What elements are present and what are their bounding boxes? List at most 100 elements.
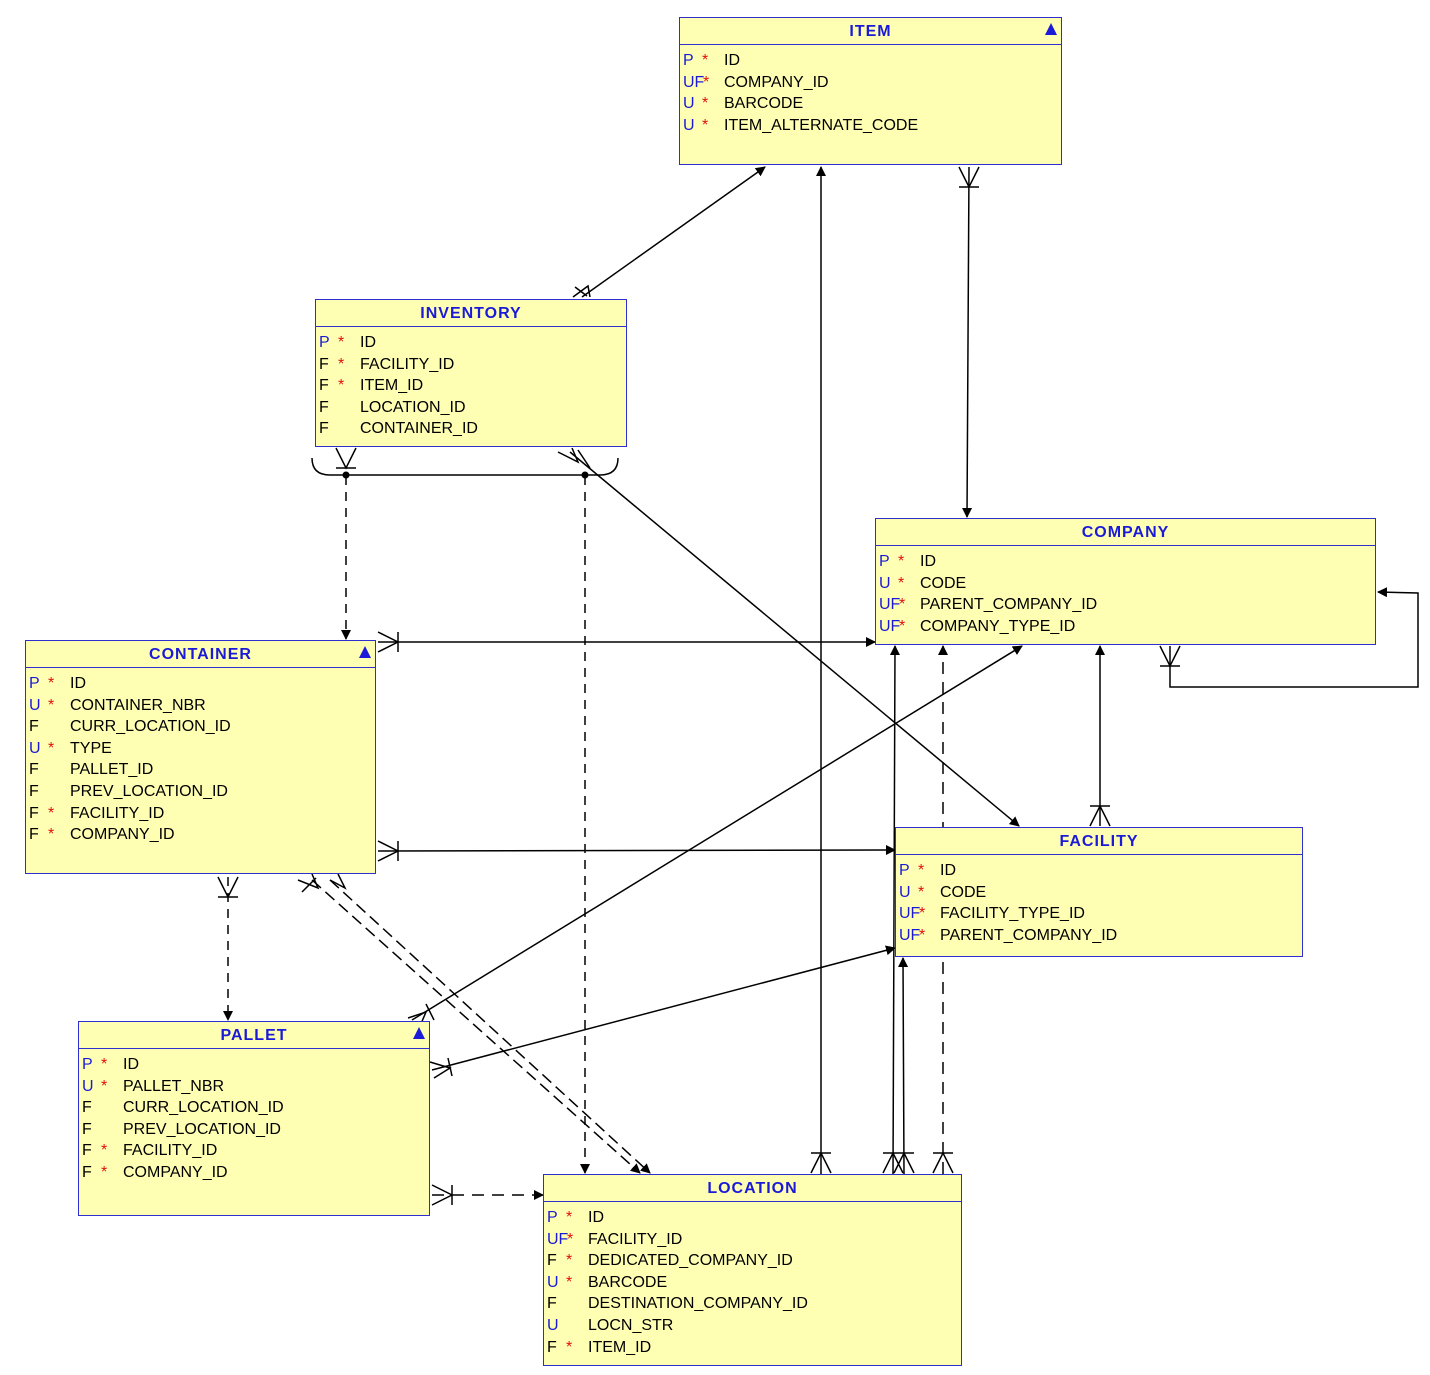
expand-triangle-icon[interactable] (359, 646, 371, 658)
key-indicator: P (29, 675, 40, 692)
column-row[interactable]: UF*PARENT_COMPANY_ID (896, 925, 1302, 947)
column-row[interactable]: U*BARCODE (680, 93, 1061, 115)
rel-pallet-company (411, 645, 1023, 1021)
column-row[interactable]: U*CONTAINER_NBR (26, 695, 375, 717)
column-name: ID (588, 1209, 604, 1226)
column-row[interactable]: P*ID (876, 551, 1375, 573)
column-row[interactable]: U*CODE (876, 573, 1375, 595)
column-name: PARENT_COMPANY_ID (920, 596, 1098, 614)
column-row[interactable]: P*ID (896, 860, 1302, 882)
column-row[interactable]: P*ID (544, 1207, 961, 1229)
column-name: FACILITY_ID (70, 804, 165, 822)
required-marker: * (101, 1142, 108, 1160)
required-marker: * (566, 1252, 573, 1270)
column-row[interactable]: P*ID (316, 332, 626, 354)
key-indicator: F (319, 355, 329, 373)
rel-container-location-curr (311, 879, 641, 1174)
column-name: ID (123, 1056, 139, 1073)
crowfoot (431, 1184, 454, 1206)
column-row[interactable]: U*PALLET_NBR (79, 1076, 429, 1098)
column-name: CODE (940, 883, 987, 901)
column-name: ID (360, 334, 376, 351)
column-row[interactable]: P*ID (79, 1054, 429, 1076)
rel-location-company (889, 645, 900, 1175)
column-row[interactable]: P*ID (26, 673, 375, 695)
arc-group (311, 457, 619, 476)
key-indicator: U (899, 883, 911, 901)
crowfoot (932, 1151, 954, 1174)
required-marker: * (566, 1209, 573, 1226)
column-row[interactable]: F*FACILITY_ID (26, 803, 375, 825)
key-indicator: F (319, 420, 329, 438)
column-row[interactable]: UF*FACILITY_TYPE_ID (896, 903, 1302, 925)
column-name: BARCODE (588, 1273, 668, 1291)
column-row[interactable]: F*ITEM_ID (316, 375, 626, 397)
column-row[interactable]: F*COMPANY_ID (26, 824, 375, 846)
column-row[interactable]: UF*PARENT_COMPANY_ID (876, 594, 1375, 616)
column-row[interactable]: UF*COMPANY_ID (680, 72, 1061, 94)
column-row[interactable]: P*ID (680, 50, 1061, 72)
key-indicator: F (319, 398, 329, 416)
key-indicator: P (319, 334, 330, 351)
column-row[interactable]: U*TYPE (26, 738, 375, 760)
column-name: FACILITY_TYPE_ID (940, 905, 1085, 923)
column-row[interactable]: F*DEDICATED_COMPANY_ID (544, 1250, 961, 1272)
crowfoot (958, 166, 980, 189)
column-row[interactable]: U*ITEM_ALTERNATE_CODE (680, 115, 1061, 137)
required-marker: * (48, 826, 55, 844)
key-indicator: UF (547, 1230, 569, 1248)
column-name: FACILITY_ID (123, 1142, 218, 1160)
rel-inventory-item (581, 166, 766, 298)
column-row[interactable]: U*BARCODE (544, 1272, 961, 1294)
column-name: FACILITY_ID (360, 355, 455, 373)
column-name: ID (724, 52, 740, 69)
key-indicator: UF (879, 596, 901, 614)
column-name: FACILITY_ID (588, 1230, 683, 1248)
rel-pallet-facility (431, 945, 896, 1071)
column-row[interactable]: UF*FACILITY_ID (544, 1229, 961, 1251)
column-name: COMPANY_ID (724, 73, 829, 91)
column-row[interactable]: UF*COMPANY_TYPE_ID (876, 616, 1375, 638)
expand-triangle-icon[interactable] (1045, 23, 1057, 35)
required-marker: * (898, 553, 905, 570)
expand-triangle-icon[interactable] (413, 1027, 425, 1039)
column-row[interactable]: F*ITEM_ID (544, 1337, 961, 1359)
rel-company-self (1169, 587, 1419, 688)
column-name: PALLET_NBR (123, 1077, 225, 1095)
key-indicator: UF (683, 73, 705, 91)
column-name: BARCODE (724, 95, 804, 113)
crowfoot (810, 1151, 832, 1174)
rel-container-facility (377, 845, 896, 856)
column-row[interactable]: F*FACILITY_ID (316, 354, 626, 376)
column-row[interactable]: F*COMPANY_ID (79, 1162, 429, 1184)
column-name: PREV_LOCATION_ID (123, 1120, 281, 1138)
crowfoot (217, 876, 239, 899)
column-row[interactable]: U*CODE (896, 882, 1302, 904)
entity-title: FACILITY (1059, 833, 1139, 850)
required-marker: * (48, 696, 55, 714)
key-indicator: F (82, 1142, 92, 1160)
key-indicator: U (29, 696, 41, 714)
column-row[interactable]: F * FACILITY_ID (79, 1140, 429, 1162)
key-indicator: F (29, 761, 39, 779)
crowfoot (1159, 645, 1181, 668)
required-marker: * (919, 905, 926, 923)
column-name: CODE (920, 574, 967, 592)
column-name: PARENT_COMPANY_ID (940, 926, 1118, 944)
